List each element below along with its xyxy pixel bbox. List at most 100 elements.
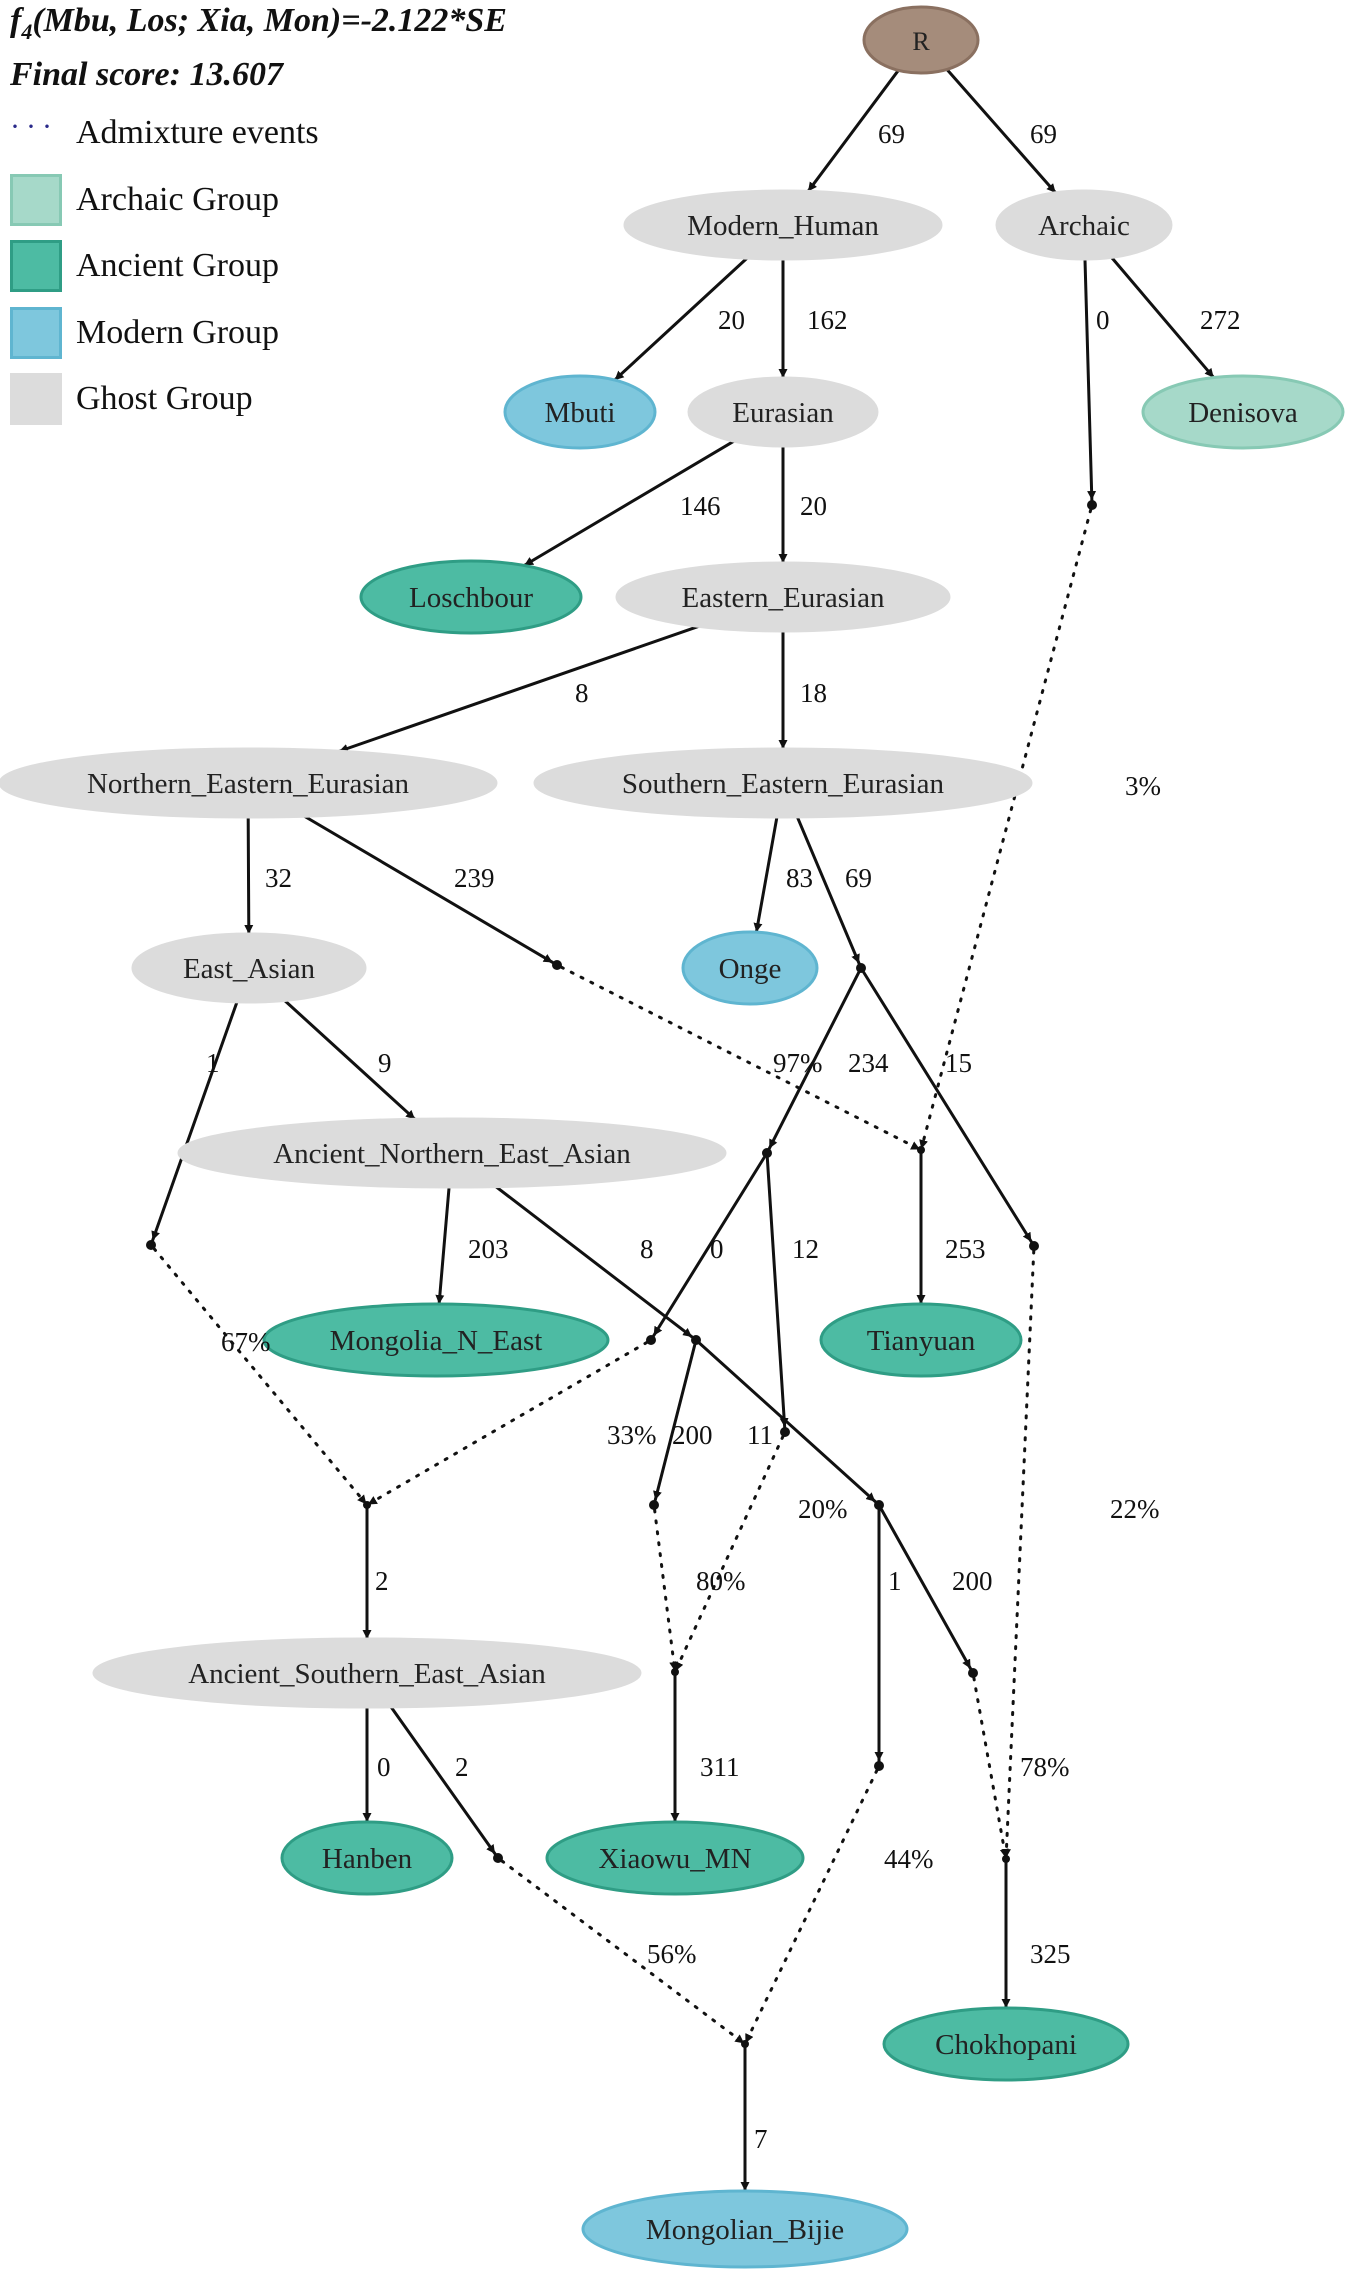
node-Ancient_Northern_East_Asian: Ancient_Northern_East_Asian	[177, 1117, 727, 1189]
edge-label-j_see-j_chk: 15	[945, 1048, 972, 1078]
edge-label-j_ase-m_bij: 56%	[647, 1939, 697, 1969]
junction-point	[1029, 1241, 1039, 1251]
edge-j_see-j_chk	[862, 970, 1033, 1244]
edge-label-j_arch-m_tian: 3%	[1125, 771, 1161, 801]
edge-j_anea-j_b	[698, 1341, 877, 1504]
edge-label-m_bij-Mongolian_Bijie: 7	[754, 2124, 768, 2154]
f4-subscript: 4	[21, 18, 33, 44]
edge-label-Eastern_Eurasian-Southern_Eastern_Eurasian: 18	[800, 678, 827, 708]
node-label: Southern_Eastern_Eurasian	[622, 768, 945, 800]
edge-j_a-j_a3	[765, 1156, 789, 1429]
edge-label-j_b2-m_chk: 78%	[1020, 1752, 1070, 1782]
edge-label-Southern_Eastern_Eurasian-Onge: 83	[786, 863, 813, 893]
edge-label-m_xia-Xiaowu_MN: 311	[700, 1752, 740, 1782]
edge-label-R-Modern_Human: 69	[878, 119, 905, 149]
node-Modern_Human: Modern_Human	[623, 189, 943, 261]
edge-label-Ancient_Northern_East_Asian-j_anea: 8	[640, 1234, 654, 1264]
edge-label-j_xia-m_xia: 80%	[696, 1566, 746, 1596]
edges-layer	[151, 67, 1216, 2193]
final-score: Final score: 13.607	[10, 56, 283, 93]
admixture-edge-j_arch-m_tian	[919, 508, 1093, 1151]
edge-label-j_anea-j_b: 11	[747, 1420, 773, 1450]
node-Onge: Onge	[681, 930, 819, 1006]
junction-point	[493, 1853, 503, 1863]
edge-Eastern_Eurasian-Northern_Eastern_Eurasian	[337, 624, 701, 753]
legend-item-archaic: Archaic Group	[10, 172, 279, 228]
edge-label-Archaic-j_arch: 0	[1096, 305, 1110, 335]
node-label: Xiaowu_MN	[598, 1843, 751, 1875]
node-shape-root	[862, 5, 980, 75]
edge-label-Modern_Human-Mbuti: 20	[718, 305, 745, 335]
edge-label-East_Asian-j_ea: 1	[206, 1048, 220, 1078]
legend-item-ghost: Ghost Group	[10, 371, 253, 427]
legend-label: Archaic Group	[76, 181, 279, 218]
junction-point	[874, 1761, 884, 1771]
node-Archaic: Archaic	[995, 189, 1173, 261]
legend-item-admixture: ··· Admixture events	[10, 105, 319, 161]
node-label: Hanben	[322, 1843, 413, 1875]
node-R: R	[862, 5, 980, 75]
junction-point	[646, 1335, 656, 1345]
junction-point	[917, 1146, 925, 1154]
edge-Eurasian-Loschbour	[522, 439, 736, 567]
admixture-edge-j_ea-m_ase	[152, 1247, 368, 1506]
admixture-edge-j_ase-m_bij	[500, 1859, 746, 2045]
edge-Archaic-Denisova	[1109, 255, 1216, 380]
edge-label-Ancient_Northern_East_Asian-Mongolia_N_East: 203	[468, 1234, 509, 1264]
node-shape-ancient	[819, 1302, 1023, 1378]
edge-j_b-j_b2	[879, 1507, 973, 1671]
junction-point	[1087, 500, 1097, 510]
node-label: Archaic	[1038, 210, 1130, 242]
node-shape-ancient	[545, 1820, 805, 1896]
admixture-edge-j_a2-m_ase	[366, 1341, 649, 1506]
f4-expression: (Mbu, Los; Xia, Mon)=-2.122*SE	[32, 2, 507, 39]
node-East_Asian: East_Asian	[131, 932, 367, 1004]
node-Mongolian_Bijie: Mongolian_Bijie	[581, 2189, 909, 2269]
node-shape-ancient	[280, 1820, 454, 1896]
node-shape-ghost	[995, 189, 1173, 261]
edge-label-Eurasian-Eastern_Eurasian: 20	[800, 491, 827, 521]
dotted-line-icon: ···	[10, 110, 58, 143]
node-shape-ghost	[687, 376, 879, 448]
modern-swatch-icon	[10, 307, 62, 359]
edge-j_a-j_a2	[652, 1155, 766, 1338]
node-label: Onge	[719, 953, 782, 985]
admixture-edge-j_a3-m_xia	[673, 1435, 785, 1673]
legend-item-modern: Modern Group	[10, 305, 279, 361]
node-Mongolia_N_East: Mongolia_N_East	[262, 1302, 610, 1378]
edge-label-m_ase-Ancient_Southern_East_Asian: 2	[375, 1566, 389, 1596]
edge-East_Asian-Ancient_Northern_East_Asian	[283, 998, 417, 1121]
node-label: Tianyuan	[867, 1325, 976, 1357]
edge-Ancient_Northern_East_Asian-j_anea	[494, 1185, 694, 1339]
edge-label-Archaic-Denisova: 272	[1200, 305, 1241, 335]
junction-point	[968, 1668, 978, 1678]
node-shape-ghost	[0, 747, 498, 819]
legend-label: Modern Group	[76, 314, 280, 351]
admixture-edge-j_nee-m_tian	[559, 965, 922, 1152]
node-Loschbour: Loschbour	[359, 559, 583, 635]
node-shape-archaic	[1141, 374, 1345, 450]
node-label: Loschbour	[409, 582, 533, 614]
edge-label-Eastern_Eurasian-Northern_Eastern_Eurasian: 8	[575, 678, 589, 708]
edge-label-j_b1-m_bij: 44%	[884, 1844, 934, 1874]
edge-Southern_Eastern_Eurasian-j_see	[795, 815, 861, 965]
node-Eastern_Eurasian: Eastern_Eurasian	[615, 561, 951, 633]
node-Hanben: Hanben	[280, 1820, 454, 1896]
node-Southern_Eastern_Eurasian: Southern_Eastern_Eurasian	[533, 747, 1033, 819]
edge-Archaic-j_arch	[1083, 257, 1097, 502]
edge-label-Modern_Human-Eurasian: 162	[807, 305, 848, 335]
junction-point	[649, 1500, 659, 1510]
junction-point	[363, 1501, 371, 1509]
node-shape-ghost	[177, 1117, 727, 1189]
f4-label: f	[10, 2, 22, 39]
junction-point	[741, 2040, 749, 2048]
junction-point	[856, 963, 866, 973]
edge-j_see-j_a	[767, 970, 861, 1151]
node-Northern_Eastern_Eurasian: Northern_Eastern_Eurasian	[0, 747, 498, 819]
junction-point	[146, 1240, 156, 1250]
node-label: Northern_Eastern_Eurasian	[87, 768, 410, 800]
edge-Ancient_Northern_East_Asian-Mongolia_N_East	[435, 1185, 451, 1306]
edge-label-j_a2-m_ase: 33%	[607, 1420, 657, 1450]
